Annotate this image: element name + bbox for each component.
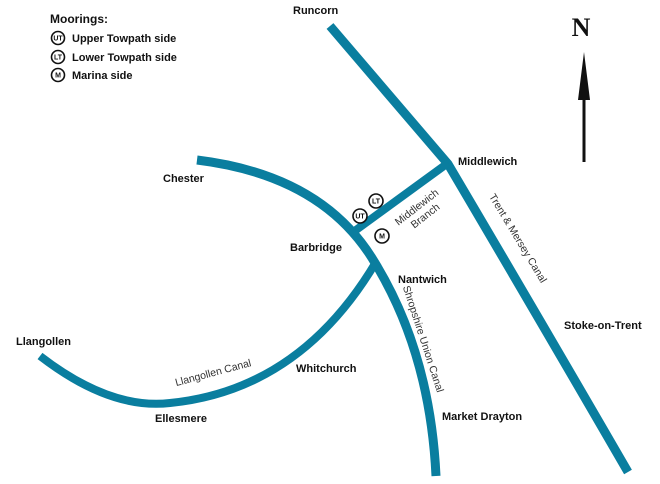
mooring-marker-marina: M xyxy=(374,228,390,244)
upper-towpath-mooring-code: UT xyxy=(355,214,365,221)
lower-towpath-marker-icon xyxy=(50,49,66,65)
mooring-marker-upper-towpath: UT xyxy=(352,208,368,224)
middlewich-branch-canal xyxy=(353,159,451,234)
legend-item-marina: M Marina side xyxy=(50,67,133,83)
legend-label-lower-towpath: Lower Towpath side xyxy=(72,52,177,64)
trent-mersey-canal xyxy=(326,23,632,475)
place-market-drayton: Market Drayton xyxy=(442,411,522,423)
shropshire-union-canal xyxy=(196,155,441,477)
upper-towpath-mooring-icon xyxy=(352,208,368,224)
place-runcorn: Runcorn xyxy=(293,5,339,17)
marina-mooring-code: M xyxy=(379,234,385,241)
upper-towpath-marker-icon xyxy=(50,30,66,46)
legend: Moorings: UT Upper Towpath side LT Lower… xyxy=(50,12,177,83)
place-whitchurch: Whitchurch xyxy=(296,363,357,375)
place-middlewich: Middlewich xyxy=(458,156,518,168)
upper-towpath-marker-code: UT xyxy=(53,36,63,43)
legend-label-marina: Marina side xyxy=(72,70,133,82)
north-letter: N xyxy=(572,13,591,42)
place-barbridge: Barbridge xyxy=(290,242,342,254)
lower-towpath-marker-code: LT xyxy=(54,55,63,62)
legend-label-upper-towpath: Upper Towpath side xyxy=(72,33,176,45)
legend-title: Moorings: xyxy=(50,12,108,26)
place-ellesmere: Ellesmere xyxy=(155,413,207,425)
marina-marker-code: M xyxy=(55,73,61,80)
legend-item-upper-towpath: UT Upper Towpath side xyxy=(50,30,176,46)
place-chester: Chester xyxy=(163,173,205,185)
north-arrow-head-icon xyxy=(578,52,590,100)
place-nantwich: Nantwich xyxy=(398,274,447,286)
lower-towpath-mooring-code: LT xyxy=(372,199,381,206)
place-llangollen: Llangollen xyxy=(16,336,71,348)
mooring-marker-lower-towpath: LT xyxy=(368,193,384,209)
north-arrow: N xyxy=(572,13,591,162)
llangollen-canal xyxy=(37,259,380,408)
legend-item-lower-towpath: LT Lower Towpath side xyxy=(50,49,177,65)
marina-marker-icon xyxy=(50,67,66,83)
place-stoke-on-trent: Stoke-on-Trent xyxy=(564,320,642,332)
lower-towpath-mooring-icon xyxy=(368,193,384,209)
marina-mooring-icon xyxy=(374,228,390,244)
